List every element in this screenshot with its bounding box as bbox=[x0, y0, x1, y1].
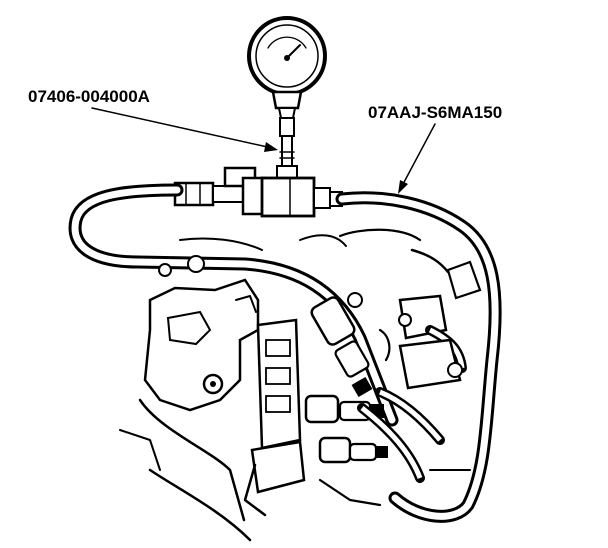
hose-tool-callout: 07AAJ-S6MA150 bbox=[368, 103, 502, 194]
gauge-tool-label: 07406-004000A bbox=[28, 87, 150, 106]
injector-3 bbox=[318, 436, 388, 464]
engine-fuel-rail-illustration bbox=[119, 228, 482, 542]
fuel-hose bbox=[68, 183, 502, 523]
pressure-gauge-icon bbox=[247, 16, 327, 179]
gauge-tool-callout: 07406-004000A bbox=[28, 87, 278, 152]
hose-tool-label: 07AAJ-S6MA150 bbox=[368, 103, 502, 122]
t-fitting-assembly bbox=[173, 166, 343, 218]
injector-1 bbox=[310, 296, 373, 398]
